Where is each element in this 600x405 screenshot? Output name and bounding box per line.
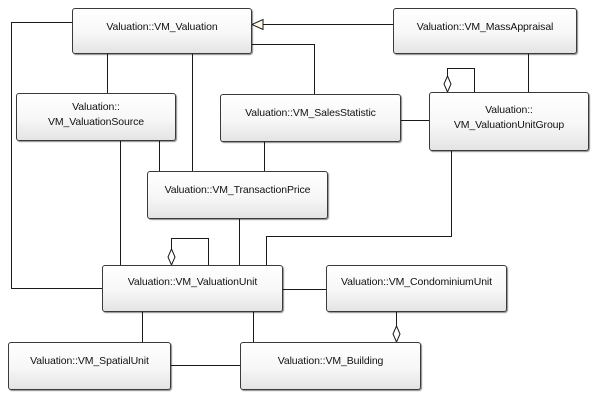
class-vm-building[interactable]: Valuation::VM_Building xyxy=(240,342,421,390)
class-name-line2: VM_ValuationSource xyxy=(47,116,145,128)
class-name-line2: VM_ValuationUnitGroup xyxy=(453,119,565,131)
assoc-valuationunitgroup-valuationunit xyxy=(266,150,452,265)
class-vm-condominiumunit[interactable]: Valuation::VM_CondominiumUnit xyxy=(326,265,507,312)
class-name-line1: Valuation:: xyxy=(72,101,120,113)
aggregation-diamond-icon xyxy=(392,324,401,344)
class-name-line1: Valuation:: xyxy=(485,104,533,116)
class-name: Valuation::VM_SpatialUnit xyxy=(30,355,149,367)
class-name: Valuation::VM_SalesStatistic xyxy=(245,107,376,119)
aggregation-diamond-icon xyxy=(443,74,452,94)
aggregation-self-valuationunitgroup xyxy=(447,68,475,92)
class-vm-spatialunit[interactable]: Valuation::VM_SpatialUnit xyxy=(8,342,171,390)
class-vm-salesstatistic[interactable]: Valuation::VM_SalesStatistic xyxy=(220,94,401,142)
class-name: Valuation::VM_Building xyxy=(277,355,384,367)
generalization-arrowhead-icon xyxy=(250,18,264,31)
class-name: Valuation::VM_CondominiumUnit xyxy=(341,276,492,288)
aggregation-diamond-icon xyxy=(167,247,176,267)
class-vm-massappraisal[interactable]: Valuation::VM_MassAppraisal xyxy=(393,8,577,54)
class-vm-valuation[interactable]: Valuation::VM_Valuation xyxy=(72,8,252,54)
aggregation-self-valuationunit xyxy=(171,238,209,265)
class-name: Valuation::VM_MassAppraisal xyxy=(416,21,554,33)
class-name: Valuation::VM_ValuationUnit xyxy=(127,276,258,288)
class-name: Valuation::VM_Valuation xyxy=(106,21,218,33)
assoc-valuation-valuationunit-left xyxy=(11,22,102,289)
class-vm-transactionprice[interactable]: Valuation::VM_TransactionPrice xyxy=(147,171,328,219)
class-vm-valuationunitgroup[interactable]: Valuation:: VM_ValuationUnitGroup xyxy=(429,92,589,151)
assoc-valuation-salesstatistic xyxy=(251,44,315,94)
class-vm-valuationsource[interactable]: Valuation:: VM_ValuationSource xyxy=(16,93,176,141)
class-vm-valuationunit[interactable]: Valuation::VM_ValuationUnit xyxy=(102,265,283,312)
class-name: Valuation::VM_TransactionPrice xyxy=(164,184,311,196)
